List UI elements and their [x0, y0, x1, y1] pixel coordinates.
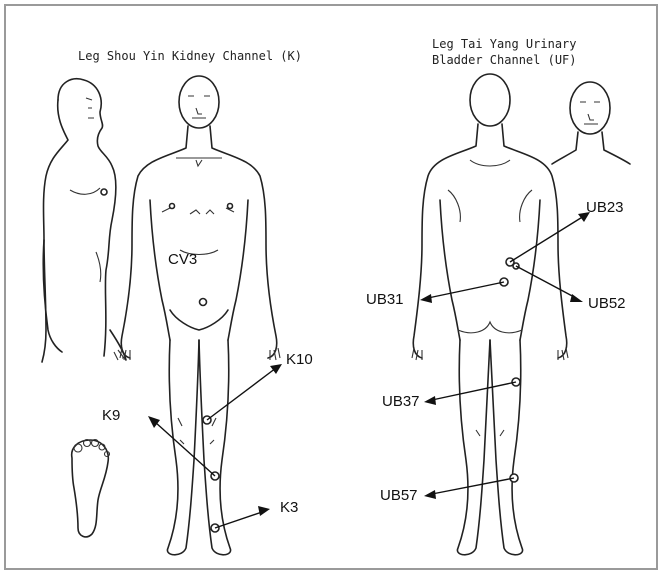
cv3-point [200, 299, 207, 306]
label-k9: K9 [102, 408, 120, 424]
label-k10: K10 [286, 352, 313, 368]
back-figure [412, 74, 630, 555]
foot-sole-figure [72, 440, 110, 537]
label-ub37: UB37 [382, 394, 420, 410]
front-figure [120, 76, 282, 555]
label-ub31: UB31 [366, 292, 404, 308]
label-ub57: UB57 [380, 488, 418, 504]
side-profile-figure [42, 79, 126, 362]
label-ub23: UB23 [586, 200, 624, 216]
label-cv3: CV3 [168, 252, 197, 268]
label-ub52: UB52 [588, 296, 626, 312]
label-k3: K3 [280, 500, 298, 516]
